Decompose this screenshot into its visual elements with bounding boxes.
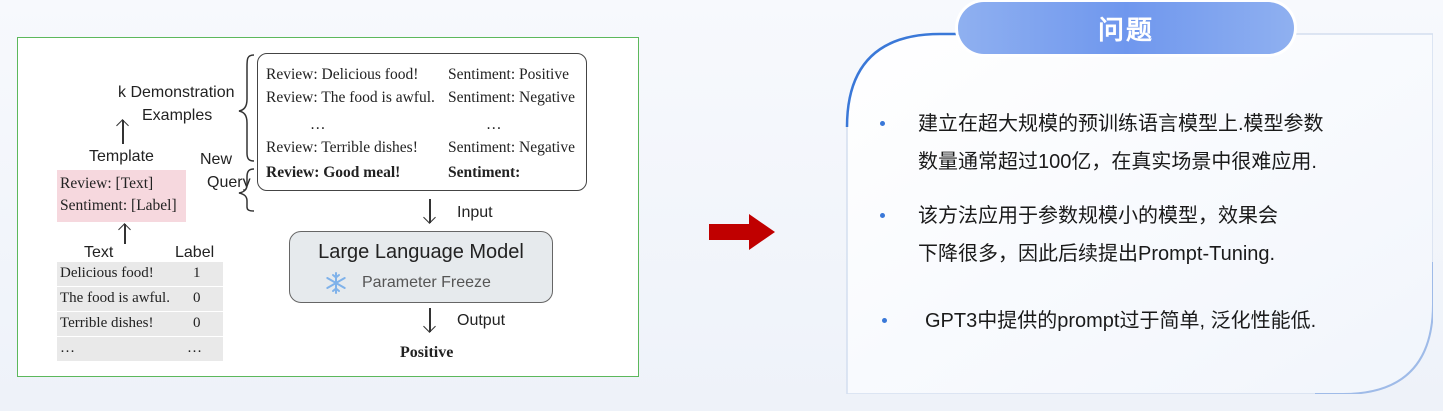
input-label: Input xyxy=(457,204,493,221)
right-arrow-icon xyxy=(709,214,775,250)
demo-ellipsis: … xyxy=(486,116,502,133)
query-label: Query xyxy=(207,174,251,191)
demo-review: Review: Delicious food! xyxy=(266,66,419,83)
text-column-header: Text xyxy=(84,244,114,261)
demo-review: Review: Terrible dishes! xyxy=(266,139,418,156)
table-row: Delicious food! 1 xyxy=(57,262,223,287)
brace-icon xyxy=(238,54,255,212)
demo-ellipsis: … xyxy=(310,116,326,133)
llm-box: Large Language Model Parameter Freeze xyxy=(289,231,553,303)
example-text: … xyxy=(60,340,75,356)
k-demonstration-label: k Demonstration xyxy=(118,84,235,101)
example-label: 0 xyxy=(193,315,201,331)
example-text: Terrible dishes! xyxy=(60,315,154,331)
bullet-1-line-2: 数量通常超过100亿，在真实场景中很难应用. xyxy=(918,151,1317,173)
examples-label: Examples xyxy=(142,107,213,124)
bullet-3-line-1: GPT3中提供的prompt过于简单, 泛化性能低. xyxy=(925,310,1317,332)
template-sentiment: Sentiment: [Label] xyxy=(60,197,177,214)
bullet-1-line-1: 建立在超大规模的预训练语言模型上.模型参数 xyxy=(918,113,1324,135)
bullet-dot-icon xyxy=(880,121,885,126)
query-sentiment: Sentiment: xyxy=(448,164,521,181)
demo-sentiment: Sentiment: Positive xyxy=(448,66,569,83)
up-arrow-icon xyxy=(118,224,132,244)
demo-review: Review: The food is awful. xyxy=(266,89,435,106)
template-label: Template xyxy=(89,148,154,165)
table-row: Terrible dishes! 0 xyxy=(57,312,223,337)
table-row: … … xyxy=(57,337,223,361)
bullet-2-line-2: 下降很多，因此后续提出Prompt-Tuning. xyxy=(918,243,1276,265)
down-arrow-icon xyxy=(423,199,437,223)
example-label: 0 xyxy=(193,290,201,306)
table-row: The food is awful. 0 xyxy=(57,287,223,312)
bullet-2-line-1: 该方法应用于参数规模小的模型，效果会 xyxy=(918,205,1278,227)
panel-title: 问题 xyxy=(958,2,1294,54)
template-review: Review: [Text] xyxy=(60,175,154,192)
output-value: Positive xyxy=(400,344,454,361)
output-label: Output xyxy=(457,312,506,329)
llm-subtitle: Parameter Freeze xyxy=(362,274,491,291)
bullet-dot-icon xyxy=(880,213,885,218)
llm-title: Large Language Model xyxy=(318,241,524,263)
new-label: New xyxy=(200,151,233,168)
demonstrations-box: Review: Delicious food! Sentiment: Posit… xyxy=(257,53,587,191)
label-column-header: Label xyxy=(175,244,215,261)
examples-table: Delicious food! 1 The food is awful. 0 T… xyxy=(57,262,223,361)
problem-panel xyxy=(845,32,1433,394)
prompt-diagram: k Demonstration Examples Template Review… xyxy=(17,37,639,377)
snowflake-icon xyxy=(326,272,346,294)
example-text: The food is awful. xyxy=(60,290,170,306)
down-arrow-icon xyxy=(423,308,437,332)
up-arrow-icon xyxy=(116,120,130,144)
query-review: Review: Good meal! xyxy=(266,164,401,181)
demo-sentiment: Sentiment: Negative xyxy=(448,89,575,106)
example-label: … xyxy=(187,340,202,356)
template-box: Review: [Text] Sentiment: [Label] xyxy=(57,170,186,222)
demo-sentiment: Sentiment: Negative xyxy=(448,139,575,156)
bullet-dot-icon xyxy=(882,318,887,323)
example-text: Delicious food! xyxy=(60,265,154,281)
example-label: 1 xyxy=(193,265,201,281)
